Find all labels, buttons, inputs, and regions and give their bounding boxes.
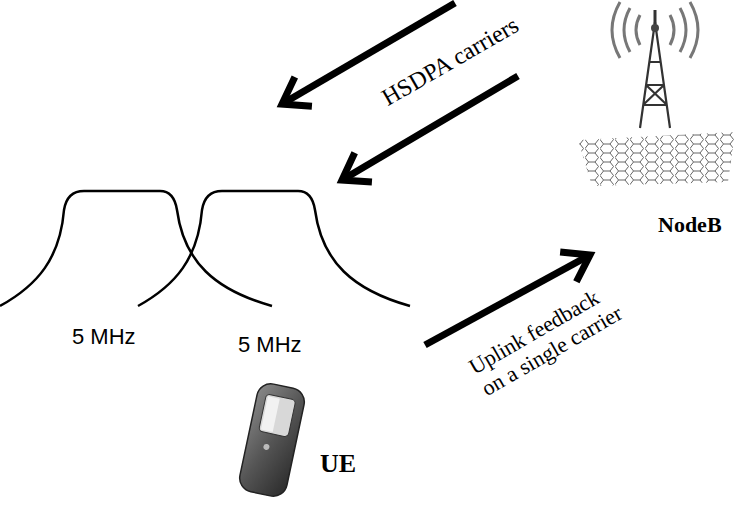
- signal-label: HSDPA carriers: [377, 12, 523, 112]
- arrow-group: [282, 3, 590, 345]
- carrier-spectrum: [138, 191, 410, 306]
- arrow-head: [560, 252, 590, 282]
- nodeb-tower: [578, 2, 735, 186]
- arrow-shaft: [345, 76, 518, 178]
- device-label: UE: [320, 449, 356, 479]
- signal-label: Uplink feedback on a single carrier: [464, 275, 632, 401]
- station-label: NodeB: [658, 212, 722, 237]
- arrow-head: [342, 153, 372, 182]
- bandwidth-label: 5 MHz: [72, 324, 136, 349]
- ue-handset: [237, 381, 307, 499]
- carrier-spectrum: [0, 191, 272, 306]
- bandwidth-label: 5 MHz: [238, 332, 302, 357]
- arrow-head: [282, 77, 312, 106]
